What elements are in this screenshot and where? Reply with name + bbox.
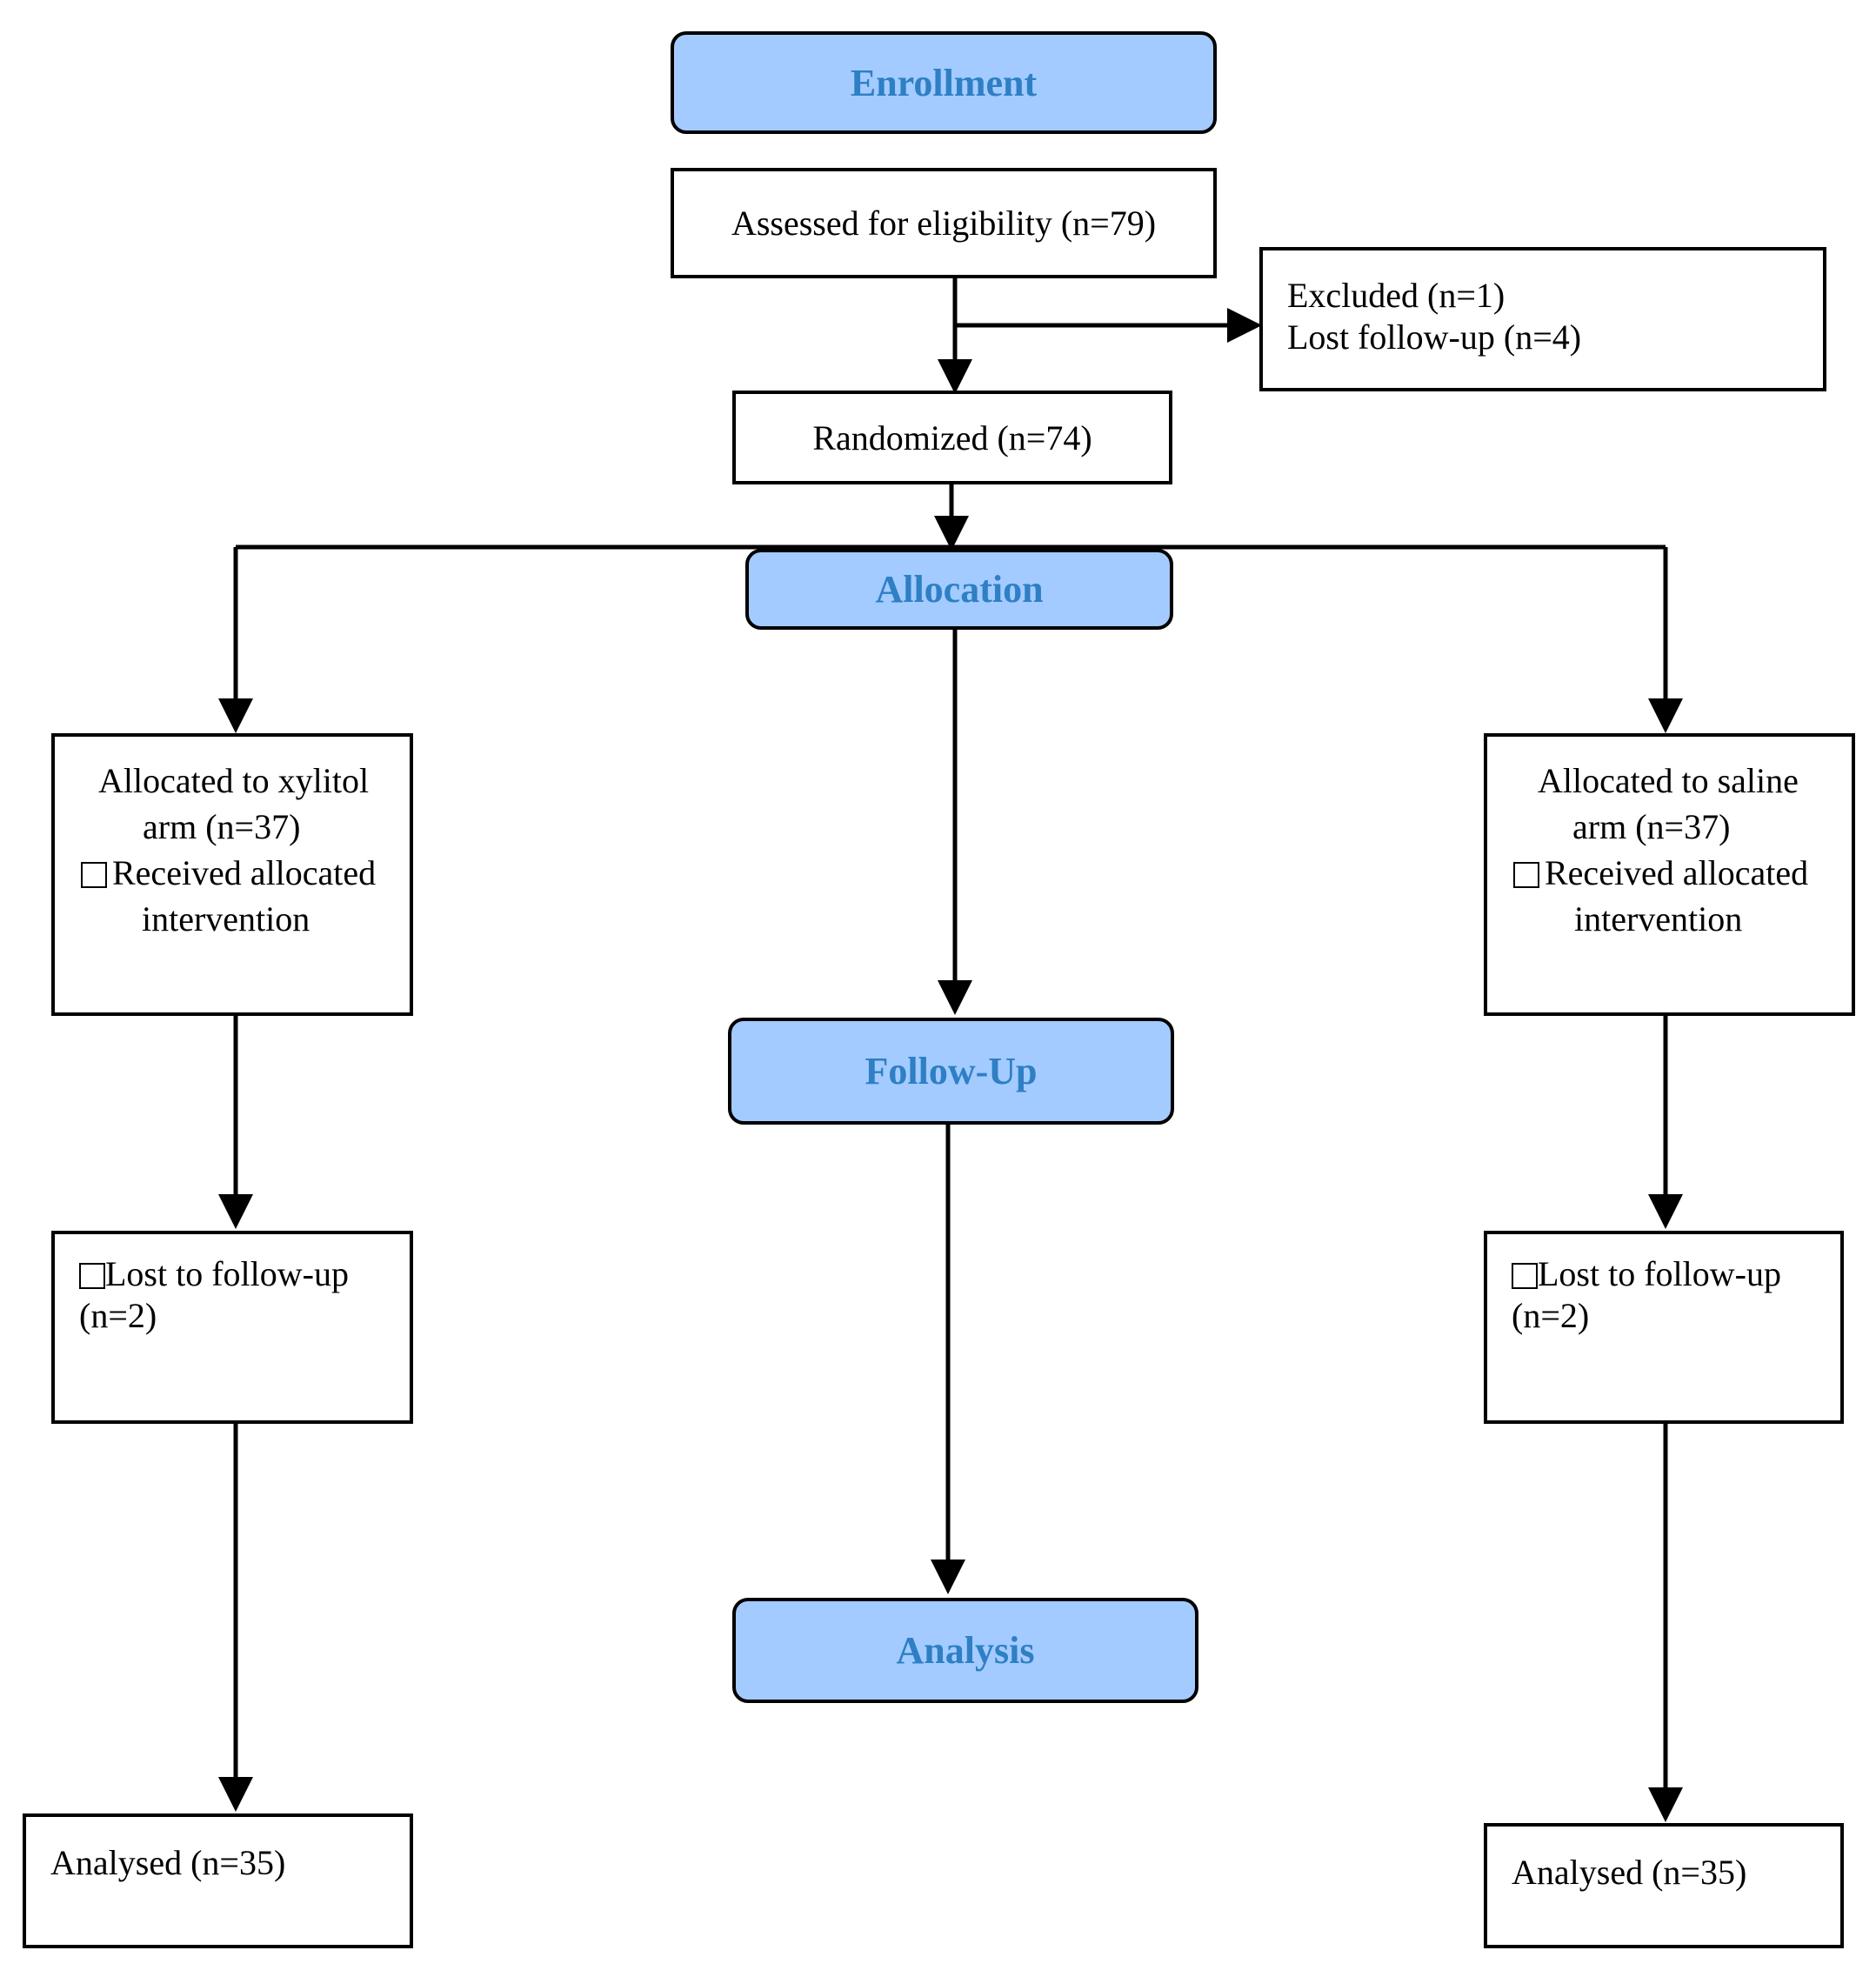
checkbox-icon	[1512, 1263, 1538, 1289]
lost-right-line1: Lost to follow-up	[1538, 1254, 1781, 1293]
stage-analysis-label: Analysis	[896, 1629, 1035, 1672]
stage-allocation: Allocation	[745, 549, 1173, 630]
lost-left-line2: (n=2)	[79, 1296, 157, 1335]
stage-followup-label: Follow-Up	[865, 1050, 1038, 1092]
box-xylitol-arm: Allocated to xylitol arm (n=37) Received…	[51, 733, 413, 1016]
analysed-right-text: Analysed (n=35)	[1512, 1853, 1747, 1892]
stage-followup: Follow-Up	[728, 1018, 1174, 1125]
box-analysed-right: Analysed (n=35)	[1484, 1823, 1844, 1948]
stage-allocation-label: Allocation	[875, 568, 1044, 611]
lost-left-line1: Lost to follow-up	[105, 1254, 349, 1293]
xylitol-line2: arm (n=37)	[143, 807, 301, 846]
box-randomized: Randomized (n=74)	[732, 391, 1172, 484]
xylitol-line4: intervention	[142, 899, 310, 938]
excluded-line: Excluded (n=1)	[1287, 276, 1505, 315]
stage-analysis: Analysis	[732, 1598, 1198, 1703]
box-excluded: Excluded (n=1) Lost follow-up (n=4)	[1259, 247, 1826, 391]
saline-line4: intervention	[1574, 899, 1743, 938]
analysed-left-text: Analysed (n=35)	[50, 1843, 286, 1882]
randomized-text: Randomized (n=74)	[812, 417, 1092, 458]
checkbox-icon	[1513, 862, 1539, 888]
stage-enrollment: Enrollment	[671, 31, 1217, 134]
xylitol-line1: Allocated to xylitol	[98, 761, 370, 800]
box-analysed-left: Analysed (n=35)	[23, 1813, 413, 1948]
stage-enrollment-label: Enrollment	[850, 61, 1038, 104]
box-assessed: Assessed for eligibility (n=79)	[671, 168, 1217, 278]
saline-line2: arm (n=37)	[1572, 807, 1731, 846]
lost-right-line2: (n=2)	[1512, 1296, 1590, 1335]
box-saline-arm: Allocated to saline arm (n=37) Received …	[1484, 733, 1855, 1016]
box-lost-left: Lost to follow-up (n=2)	[51, 1231, 413, 1424]
xylitol-line3: Received allocated	[112, 853, 377, 892]
assessed-text: Assessed for eligibility (n=79)	[731, 204, 1157, 243]
checkbox-icon	[81, 862, 107, 888]
checkbox-icon	[79, 1263, 105, 1289]
saline-line3: Received allocated	[1545, 853, 1809, 892]
saline-line1: Allocated to saline	[1538, 761, 1799, 800]
lost-followup-line: Lost follow-up (n=4)	[1287, 317, 1582, 357]
box-lost-right: Lost to follow-up (n=2)	[1484, 1231, 1844, 1424]
